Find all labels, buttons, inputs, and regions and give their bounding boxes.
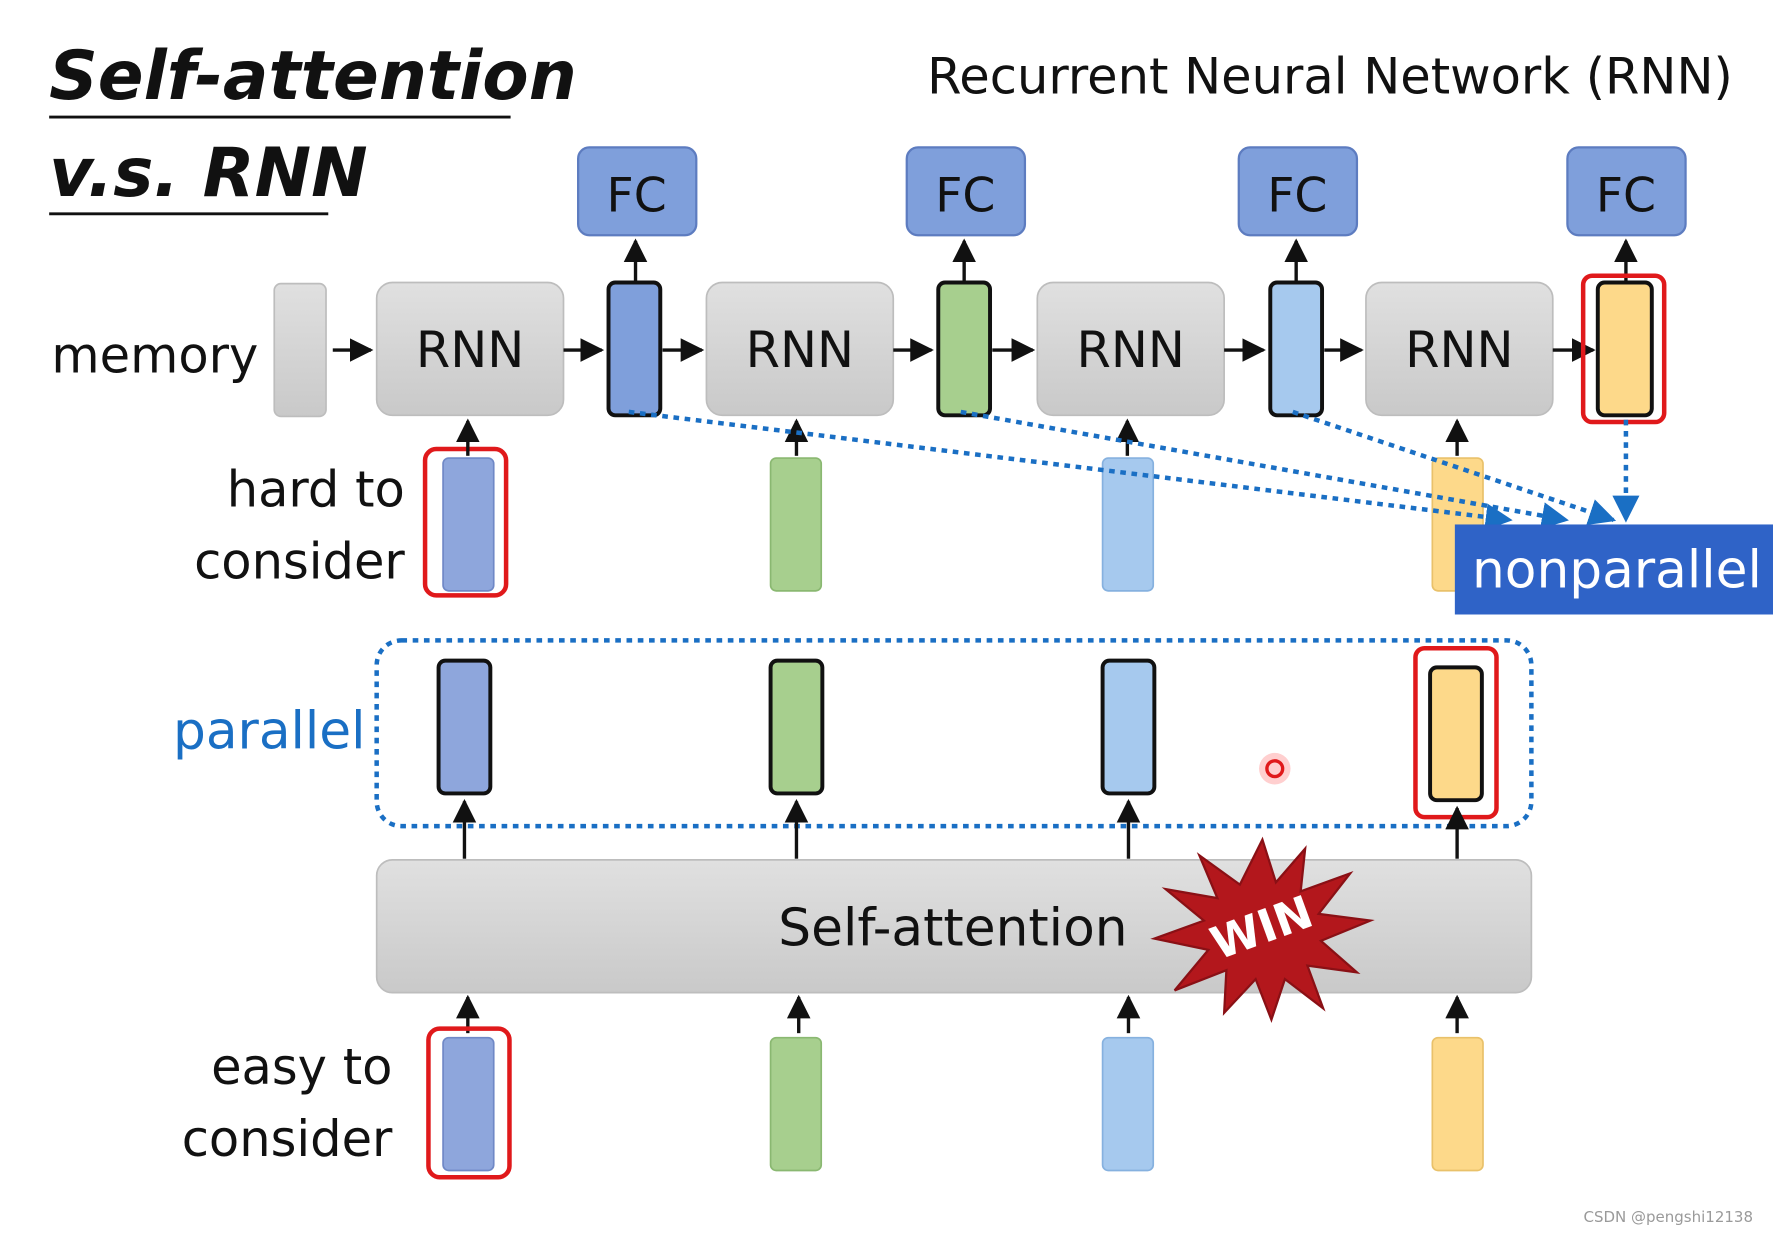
sa-input-2 [769, 1036, 823, 1172]
input-to-sa-arrows [456, 994, 1469, 1034]
hidden-state-4 [1595, 280, 1654, 418]
hidden-state-1 [606, 280, 663, 418]
hard-label-line-1: hard to [227, 460, 405, 518]
self-attention-outputs [436, 646, 1499, 820]
self-attention-label: Self-attention [778, 898, 1127, 958]
hidden-state-3 [1268, 280, 1325, 418]
dependency-arrows [628, 409, 1640, 531]
nonparallel-label: nonparallel [1472, 540, 1762, 600]
watermark: CSDN @pengshi12138 [1583, 1208, 1753, 1226]
parallel-group-box [374, 638, 1534, 829]
fc-blocks: FC FC FC FC [577, 146, 1687, 237]
fc-label-4: FC [1596, 169, 1656, 224]
rnn-row: RNN RNN RNN RNN [273, 273, 1667, 425]
sa-inputs [426, 1026, 1484, 1180]
win-badge: WIN [1150, 836, 1375, 1023]
rnn-input-1 [442, 457, 495, 592]
highlight-box [426, 1026, 512, 1180]
fc-block-1 [577, 146, 698, 237]
rnn-inputs [422, 446, 1484, 598]
dotted-arrow [1292, 409, 1617, 525]
memory-block [273, 282, 327, 418]
win-burst [1150, 836, 1375, 1023]
fc-label-2: FC [935, 169, 995, 224]
rnn-label-4: RNN [1405, 321, 1514, 379]
parallel-label: parallel [173, 701, 366, 761]
hidden-state-2 [936, 280, 993, 418]
slide-title: Self-attention v.s. RNN [49, 36, 577, 216]
rnn-label-3: RNN [1076, 321, 1185, 379]
easy-label-line-1: easy to [211, 1038, 392, 1096]
rnn-input-2 [769, 457, 823, 592]
fc-block-3 [1237, 146, 1359, 237]
input-to-rnn-arrows [456, 418, 1469, 456]
title-line-2: v.s. RNN [49, 133, 368, 212]
dotted-arrow [628, 409, 1513, 531]
sa-input-1 [442, 1036, 495, 1172]
highlight-box [422, 446, 509, 598]
hard-label-line-2: consider [194, 532, 405, 590]
sa-output-2 [768, 658, 825, 796]
sa-output-1 [436, 658, 493, 796]
rnn-input-3 [1101, 457, 1155, 592]
sa-to-output-arrows [452, 798, 1469, 859]
sa-output-4 [1428, 665, 1484, 803]
sa-output-3 [1100, 658, 1157, 796]
fc-block-2 [905, 146, 1027, 237]
hidden-to-fc-arrows [623, 238, 1638, 282]
title-line-1: Self-attention [49, 36, 577, 115]
rnn-header: Recurrent Neural Network (RNN) [927, 47, 1733, 105]
dotted-arrow [960, 409, 1569, 529]
fc-label-3: FC [1267, 169, 1327, 224]
nonparallel-banner [1454, 524, 1773, 615]
memory-label: memory [51, 327, 258, 385]
sa-input-3 [1101, 1036, 1155, 1172]
fc-label-1: FC [607, 169, 667, 224]
rnn-label-2: RNN [746, 321, 855, 379]
rnn-label-1: RNN [416, 321, 524, 379]
sa-input-4 [1431, 1036, 1484, 1172]
pointer-dot [1259, 752, 1291, 785]
fc-block-4 [1566, 146, 1687, 237]
easy-label-line-2: consider [182, 1110, 393, 1168]
